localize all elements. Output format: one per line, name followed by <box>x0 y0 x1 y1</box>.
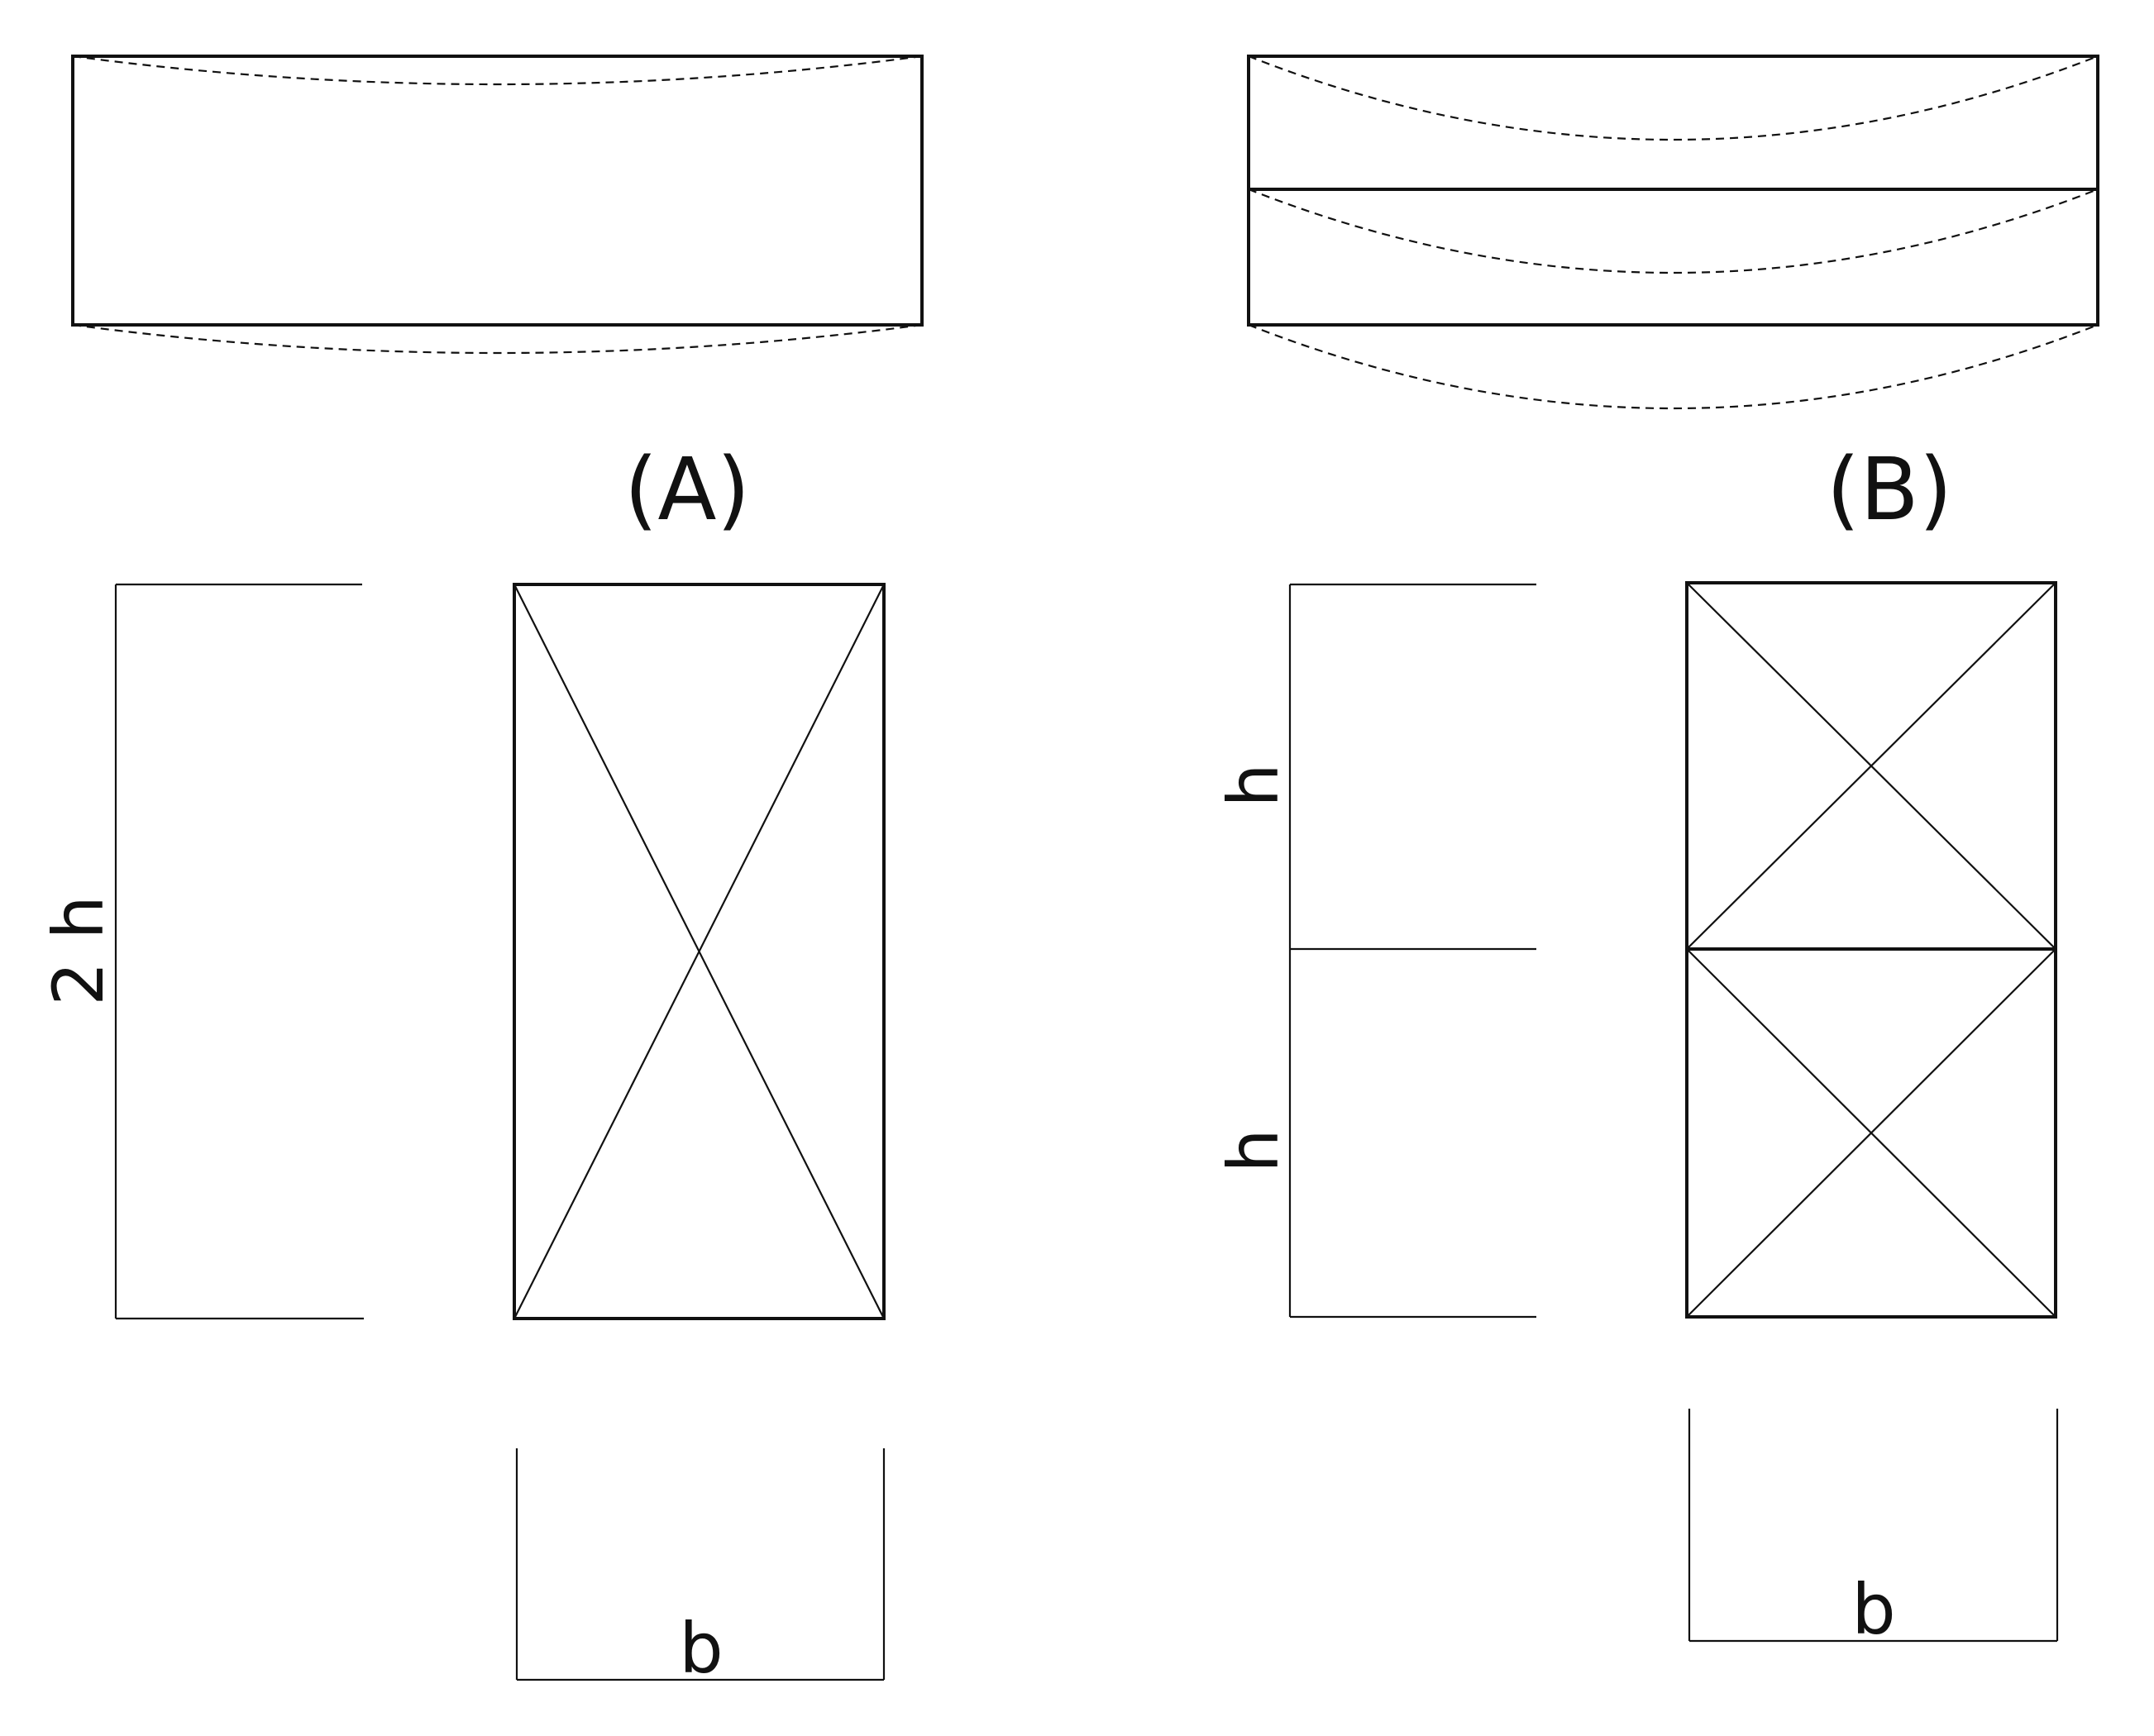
dimension-a-width-label: b <box>679 1608 723 1689</box>
panel-b-label: (B) <box>1827 439 1953 540</box>
beam-b-bottom-deflection <box>1248 323 2099 410</box>
beam-a-top-deflection <box>72 55 923 86</box>
dimension-b-height-lower-label: h <box>1213 1128 1294 1172</box>
section-b <box>1685 581 2057 1319</box>
dimension-b-width-label: b <box>1851 1569 1895 1650</box>
section-a-outline <box>513 583 886 1320</box>
dimension-b-height: h h <box>1213 583 1536 1319</box>
section-a <box>513 583 886 1320</box>
beam-b-middle-deflection <box>1248 188 2099 274</box>
dimension-a-width: b <box>515 1448 886 1689</box>
dimension-b-height-upper-label: h <box>1213 763 1294 807</box>
beam-b-elevation <box>1247 55 2099 410</box>
panel-a-label: (A) <box>624 439 750 540</box>
section-a-diagonal-2 <box>513 584 885 1319</box>
beam-a-outline <box>71 55 924 327</box>
beam-a-bottom-deflection <box>72 323 923 355</box>
beam-b-top-deflection <box>1248 55 2099 141</box>
dimension-b-width: b <box>1688 1409 2059 1650</box>
dimension-a-height: 2 h <box>38 583 364 1320</box>
section-b-upper-diagonal-2 <box>1686 582 2056 950</box>
section-b-lower-diagonal-2 <box>1686 948 2056 1318</box>
beam-a-elevation <box>71 55 924 355</box>
dimension-a-height-label: 2 h <box>38 895 119 1005</box>
